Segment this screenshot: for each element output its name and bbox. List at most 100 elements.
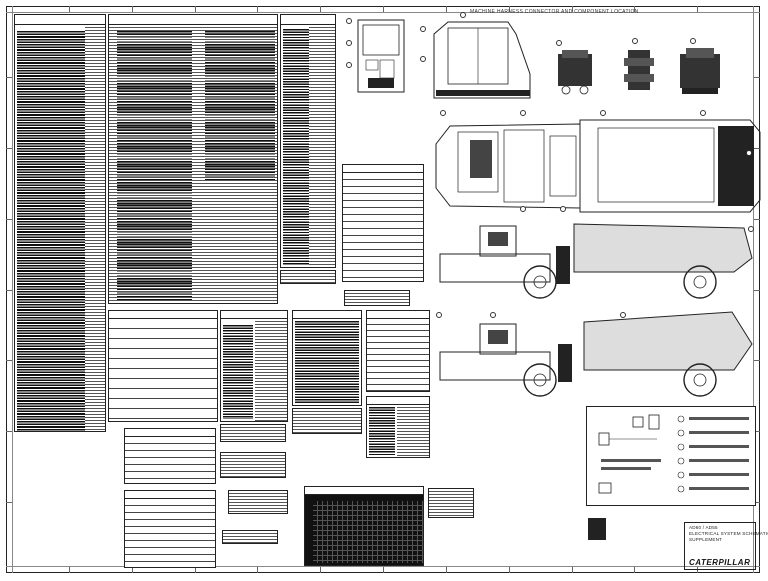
truck-side-view-raised	[439, 311, 753, 397]
ruler-tick	[754, 502, 760, 504]
table-rows	[125, 499, 215, 567]
callout-balloon	[520, 206, 526, 212]
table-caption	[343, 165, 423, 173]
ruler-tick	[383, 6, 384, 12]
callout-balloon	[700, 110, 706, 116]
ruler-tick	[194, 567, 196, 573]
sensor-table	[108, 310, 218, 422]
harness-table-e	[366, 396, 430, 458]
ruler-tick	[697, 567, 699, 573]
revision-table	[588, 518, 606, 540]
ruler-tick	[754, 147, 760, 149]
table-rows	[397, 405, 429, 457]
ruler-tick	[68, 567, 70, 573]
ruler-tick	[6, 218, 12, 220]
ruler-tick	[194, 6, 196, 12]
ruler-tick	[571, 6, 573, 12]
harness-table-b	[292, 310, 362, 406]
matrix-legend-table	[428, 488, 474, 518]
callout-balloon	[620, 312, 626, 318]
harness-table-d	[292, 408, 362, 434]
callout-balloon	[490, 312, 496, 318]
ruler-tick	[6, 289, 12, 291]
table-rows	[221, 425, 285, 441]
signal-matrix	[304, 486, 424, 566]
ruler-tick	[6, 360, 12, 362]
table-rows	[367, 319, 429, 391]
callout-balloon	[600, 110, 606, 116]
table-rows	[309, 25, 335, 267]
table-rows	[109, 25, 277, 303]
callout-balloon	[560, 206, 566, 212]
table-rows	[343, 173, 423, 281]
callout-balloon	[520, 110, 526, 116]
table-rows	[429, 489, 473, 517]
ruler-tick	[320, 567, 322, 573]
table-rows	[221, 453, 285, 477]
callout-balloon	[690, 38, 696, 44]
small-note-table	[344, 290, 410, 306]
ruler-tick	[320, 6, 322, 12]
location-table	[342, 164, 424, 282]
title-block-title: ELECTRICAL SYSTEM SCHEMATIC	[689, 531, 768, 536]
engine-view-center	[624, 50, 654, 90]
table-rows	[125, 437, 215, 483]
table-dark-column	[295, 321, 359, 403]
table-rows	[345, 291, 409, 305]
title-block: AD60 / AD55 ELECTRICAL SYSTEM SCHEMATIC …	[684, 522, 768, 570]
fuse-table-d	[222, 530, 278, 544]
ruler-tick	[508, 6, 510, 12]
ruler-tick	[754, 76, 760, 78]
ruler-tick	[6, 147, 12, 149]
legend-symbols	[598, 414, 749, 494]
table-caption	[125, 491, 215, 499]
component-table-left	[14, 14, 106, 432]
ruler-tick	[68, 6, 70, 12]
ruler-tick	[508, 567, 510, 573]
table-caption	[109, 15, 277, 25]
callout-balloon	[746, 150, 752, 156]
ruler-tick	[6, 76, 12, 78]
callout-balloon	[632, 38, 638, 44]
engine-view-left	[558, 50, 592, 95]
harness-table-c	[366, 310, 430, 392]
callout-balloon	[556, 40, 562, 46]
zone-ruler-top	[6, 6, 760, 13]
matrix-grid	[313, 501, 423, 563]
ruler-tick	[754, 289, 760, 291]
symbol-legend	[586, 406, 756, 506]
callout-balloon	[346, 18, 352, 24]
title-block-subtitle: SUPPLEMENT	[689, 537, 723, 542]
component-table-middle	[108, 14, 278, 304]
engine-view-right	[680, 48, 720, 94]
truck-top-view	[435, 119, 761, 213]
fuse-table-b	[220, 452, 286, 478]
zone-ruler-right	[753, 6, 760, 573]
fuse-table-a	[220, 424, 286, 442]
cab-side-view	[433, 21, 531, 99]
callout-balloon	[420, 56, 426, 62]
table-caption	[305, 487, 423, 495]
ruler-tick	[697, 6, 699, 12]
table-dark-column	[369, 407, 395, 455]
ruler-tick	[445, 567, 447, 573]
table-rows	[255, 319, 287, 421]
ruler-tick	[634, 6, 636, 12]
ruler-tick	[257, 567, 259, 573]
table-dark-column	[17, 31, 85, 431]
table-rows	[85, 25, 105, 431]
fuse-table-c	[228, 490, 288, 514]
zone-ruler-left	[6, 6, 13, 573]
ruler-tick	[754, 431, 760, 433]
callout-balloon	[440, 110, 446, 116]
zone-ruler-bottom	[6, 566, 760, 573]
table-rows	[229, 491, 287, 513]
wire-table-upper	[124, 428, 216, 484]
title-block-model: AD60 / AD55	[689, 525, 718, 530]
caterpillar-logo: CATERPILLAR	[689, 558, 751, 567]
truck-side-view-lowered	[439, 223, 753, 299]
sheet-header-title: MACHINE HARNESS CONNECTOR AND COMPONENT …	[470, 9, 639, 15]
table-rows	[281, 271, 335, 283]
callout-balloon	[436, 312, 442, 318]
